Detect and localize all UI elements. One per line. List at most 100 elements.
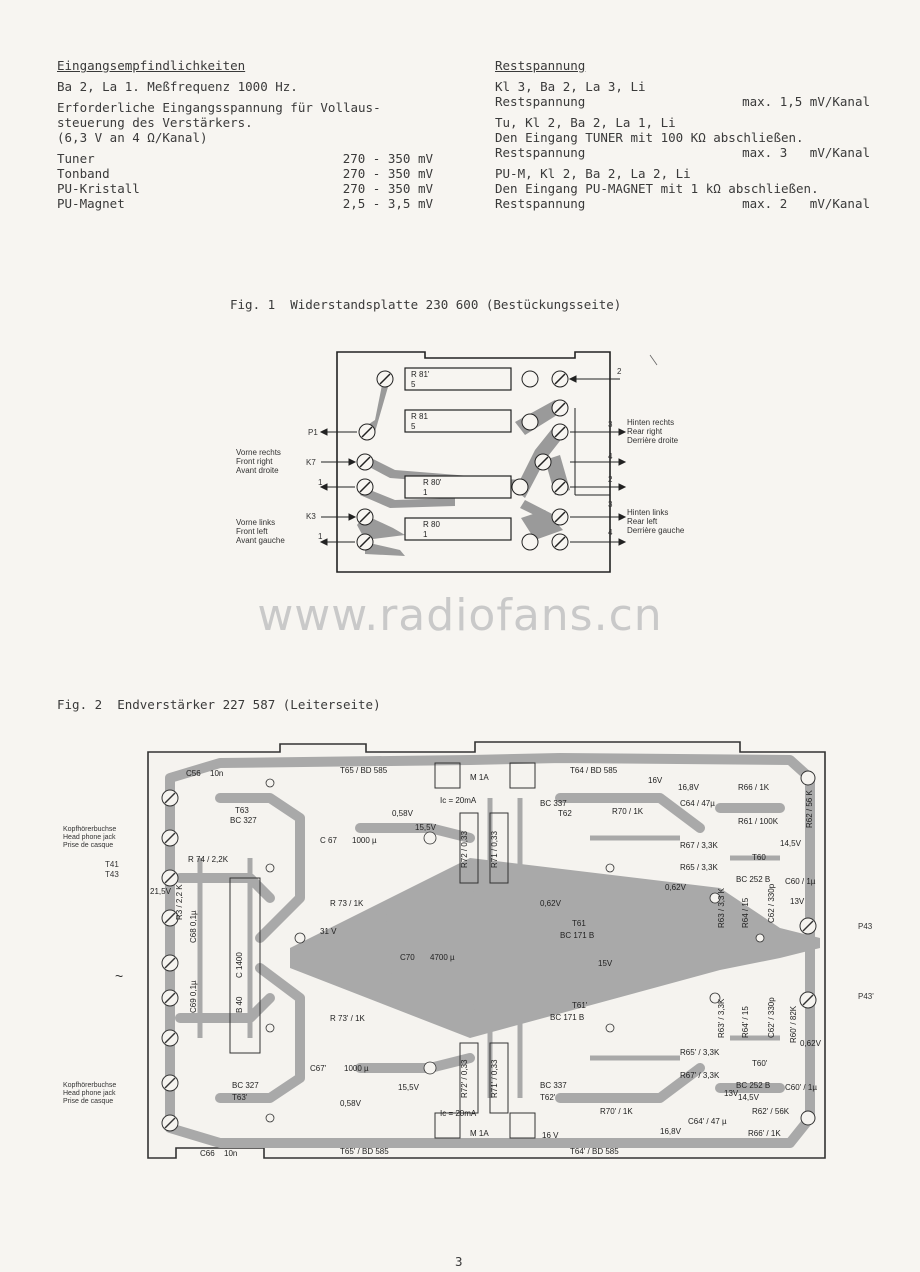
label-r3: R3 / 2,2 K <box>175 884 184 920</box>
fig2-label-headphone-top: Kopfhörerbuchse Head phone jack Prise de… <box>63 826 116 850</box>
fig1-resistor-board: R 81' 5 R 81 5 R 80' 1 R 80 1 <box>319 351 658 573</box>
sensitivity-row: Tonband 270 - 350 mV <box>57 166 433 181</box>
sensitivity-row: PU-Magnet 2,5 - 3,5 mV <box>57 196 433 211</box>
label-c70-value: 4700 µ <box>430 953 455 962</box>
fig1-label-front-right: Vorne rechts Front right Avant droite <box>236 448 281 475</box>
label-fr: Derrière droite <box>627 436 679 445</box>
resistor-r81-prime: R 81' 5 <box>404 367 512 391</box>
label-062v-c: 0,62V <box>800 1039 822 1048</box>
label-t64-prime: T64' / BD 585 <box>570 1147 619 1156</box>
sensitivity-label: PU-Magnet <box>57 196 125 211</box>
resistor-label: R 81' <box>411 370 430 379</box>
label-r64-prime: R64' / 15 <box>741 1006 750 1038</box>
label-145v-top: 14,5V <box>780 839 802 848</box>
label-en: Rear left <box>627 517 658 526</box>
fig2-caption: Fig. 2 Endverstärker 227 587 (Leiterseit… <box>57 697 381 712</box>
label-r64: R64 / 15 <box>741 897 750 928</box>
label-de: Vorne links <box>236 518 276 527</box>
label-t62: T62 <box>558 809 572 818</box>
label-16v-bot: 16 V <box>542 1131 559 1140</box>
resistor-r81: R 81 5 <box>404 409 512 433</box>
label-t63-prime: T63' <box>232 1093 248 1102</box>
label-c56-value: 10n <box>210 769 223 778</box>
residual-block-2-line-3: Restspannung max. 3 mV/Kanal <box>495 145 870 160</box>
label-r61: R61 / 100K <box>738 817 779 826</box>
residual-block-3-line-1: PU-M, Kl 2, Ba 2, La 2, Li <box>495 166 691 181</box>
label-058v-top: 0,58V <box>392 809 414 818</box>
resistor-value: 1 <box>423 488 428 497</box>
label-058v-bot: 0,58V <box>340 1099 362 1108</box>
label-en: Front left <box>236 527 268 536</box>
residual-label: Restspannung <box>495 145 586 160</box>
fig2-amplifier-board: C56 10n T65 / BD 585 M 1A T64 / BD 585 1… <box>147 741 826 1159</box>
resistor-value: 5 <box>411 380 416 389</box>
fig2-label-headphone-bottom: Kopfhörerbuchse Head phone jack Prise de… <box>63 1082 116 1106</box>
residual-label: Restspannung <box>495 196 586 211</box>
label-r70: R70 / 1K <box>612 807 644 816</box>
label-c1400: C 1400 <box>235 952 244 978</box>
label-c68: C68 0,1µ <box>189 910 198 943</box>
residual-block-1-line-2: Restspannung max. 1,5 mV/Kanal <box>495 94 870 109</box>
label-t62-prime: T62' <box>540 1093 556 1102</box>
residual-block-1-line-1: Kl 3, Ba 2, La 3, Li <box>495 79 646 94</box>
label-c67-prime: C67' <box>310 1064 327 1073</box>
resistor-label: R 81 <box>411 412 428 421</box>
fig2-label-t43: T43 <box>105 870 119 879</box>
label-r67-prime: R67' / 3,3K <box>680 1071 720 1080</box>
label-r67: R67 / 3,3K <box>680 841 718 850</box>
label-fr: Derrière gauche <box>627 526 685 535</box>
label-bc327-top: BC 327 <box>230 816 257 825</box>
label-c66: C66 <box>200 1149 215 1158</box>
label-r73: R 73 / 1K <box>330 899 364 908</box>
label-r65-prime: R65' / 3,3K <box>680 1048 720 1057</box>
sensitivity-row: PU-Kristall 270 - 350 mV <box>57 181 433 196</box>
label-t65: T65 / BD 585 <box>340 766 388 775</box>
label-b40: B 40 <box>235 996 244 1013</box>
fig1-label-2b: 2 <box>608 475 613 484</box>
label-de: Kopfhörerbuchse <box>63 826 117 833</box>
fig1-label-3a: 3 <box>608 420 613 429</box>
sensitivity-label: Tonband <box>57 166 110 181</box>
label-r63-prime: R63' / 3,3K <box>717 998 726 1038</box>
label-c66-value: 10n <box>224 1149 237 1158</box>
label-de: Kopfhörerbuchse <box>63 1082 117 1089</box>
label-15v: 15V <box>598 959 613 968</box>
resistor-r80: R 80 1 <box>404 517 512 541</box>
label-r74: R 74 / 2,2K <box>188 855 229 864</box>
fig2-label-tilde: ~ <box>115 968 124 984</box>
fig1-label-k7: K7 <box>306 458 316 467</box>
label-de: Hinten rechts <box>627 418 675 427</box>
label-13v-top: 13V <box>790 897 805 906</box>
label-t61-prime: T61' <box>572 1001 588 1010</box>
label-r71: R71 / 0,33 <box>490 831 499 868</box>
label-13v-bot: 13V <box>724 1089 739 1098</box>
label-bc327-bot: BC 327 <box>232 1081 259 1090</box>
label-c56: C56 <box>186 769 201 778</box>
label-062v-a: 0,62V <box>540 899 562 908</box>
residual-block-2-line-1: Tu, Kl 2, Ba 2, La 1, Li <box>495 115 676 130</box>
fig1-label-p1: P1 <box>308 428 318 437</box>
label-r60-prime: R60' / 82K <box>789 1005 798 1043</box>
fig1-label-2a: 2 <box>617 367 622 376</box>
label-r72-prime: R72' / 0,33 <box>460 1059 469 1098</box>
fig1-caption: Fig. 1 Widerstandsplatte 230 600 (Bestüc… <box>230 297 622 312</box>
sensitivity-value: 270 - 350 mV <box>342 181 433 196</box>
label-en: Head phone jack <box>63 1090 116 1097</box>
sensitivity-row: Tuner 270 - 350 mV <box>57 151 433 166</box>
label-r66-prime: R66' / 1K <box>748 1129 781 1138</box>
label-t65-prime: T65' / BD 585 <box>340 1147 389 1156</box>
right-text-block: Restspannung Kl 3, Ba 2, La 3, Li Restsp… <box>495 58 870 211</box>
label-fr: Prise de casque <box>63 842 114 849</box>
resistor-r80-prime: R 80' 1 <box>404 475 512 499</box>
label-c62: C62 / 330p <box>767 883 776 923</box>
left-text-block: Eingangsempfindlichkeiten Ba 2, La 1. Me… <box>57 58 437 211</box>
label-t63: T63 <box>235 806 249 815</box>
label-r72: R72 / 0,33 <box>460 831 469 868</box>
sensitivity-value: 270 - 350 mV <box>342 151 433 166</box>
label-ic-top: Ic = 20mA <box>440 796 477 805</box>
label-fr: Avant droite <box>236 466 279 475</box>
label-r73-prime: R 73' / 1K <box>330 1014 366 1023</box>
residual-block-2-line-2: Den Eingang TUNER mit 100 KΩ abschließen… <box>495 130 804 145</box>
label-c64: C64 / 47µ <box>680 799 715 808</box>
label-c60-prime: C60' / 1µ <box>785 1083 817 1092</box>
